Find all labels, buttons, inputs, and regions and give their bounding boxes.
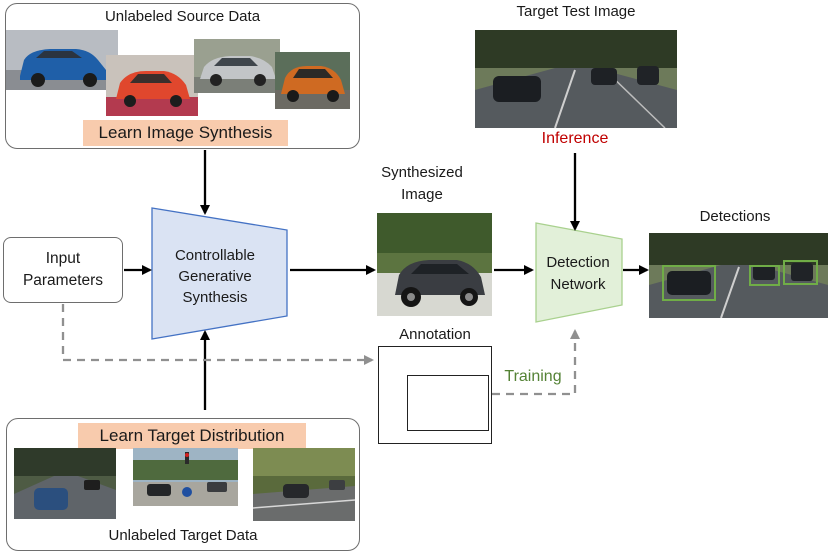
target-panel-caption: Unlabeled Target Data — [108, 527, 258, 544]
dashed-arrow-input-to-annotation — [61, 304, 374, 365]
target-test-image — [475, 30, 677, 128]
annotation-bounding-box — [407, 375, 489, 431]
training-label: Training — [504, 368, 562, 385]
target-road-image-1 — [14, 448, 116, 519]
source-panel-title: Unlabeled Source Data — [104, 8, 261, 25]
detection-network-label: Detection Network — [546, 254, 610, 293]
target-road-image-2 — [133, 448, 238, 506]
source-car-image-blue — [6, 30, 118, 90]
annotation-caption: Annotation — [399, 326, 471, 343]
detection-box — [783, 260, 818, 285]
generator-label: Controllable Generative Synthesis — [174, 247, 256, 306]
input-parameters-box: Input Parameters — [3, 237, 123, 303]
target-test-image-caption: Target Test Image — [516, 3, 636, 20]
target-road-image-3 — [253, 448, 355, 521]
annotation-frame — [378, 346, 492, 444]
input-parameters-label: Input Parameters — [22, 250, 104, 289]
detections-caption: Detections — [699, 208, 771, 225]
generator-trapezoid — [151, 207, 288, 340]
learn-image-synthesis-label: Learn Image Synthesis — [83, 120, 288, 146]
inference-label: Inference — [541, 130, 609, 147]
synthesized-image — [377, 213, 492, 316]
source-car-image-red — [106, 55, 198, 116]
detection-box — [662, 265, 716, 301]
detection-network-trapezoid — [535, 222, 623, 323]
synthesized-image-caption: Synthesized Image — [381, 164, 463, 203]
source-car-image-silver — [194, 39, 280, 93]
source-car-image-orange — [275, 52, 350, 109]
learn-target-distribution-label: Learn Target Distribution — [78, 423, 306, 449]
detection-box — [749, 265, 780, 286]
